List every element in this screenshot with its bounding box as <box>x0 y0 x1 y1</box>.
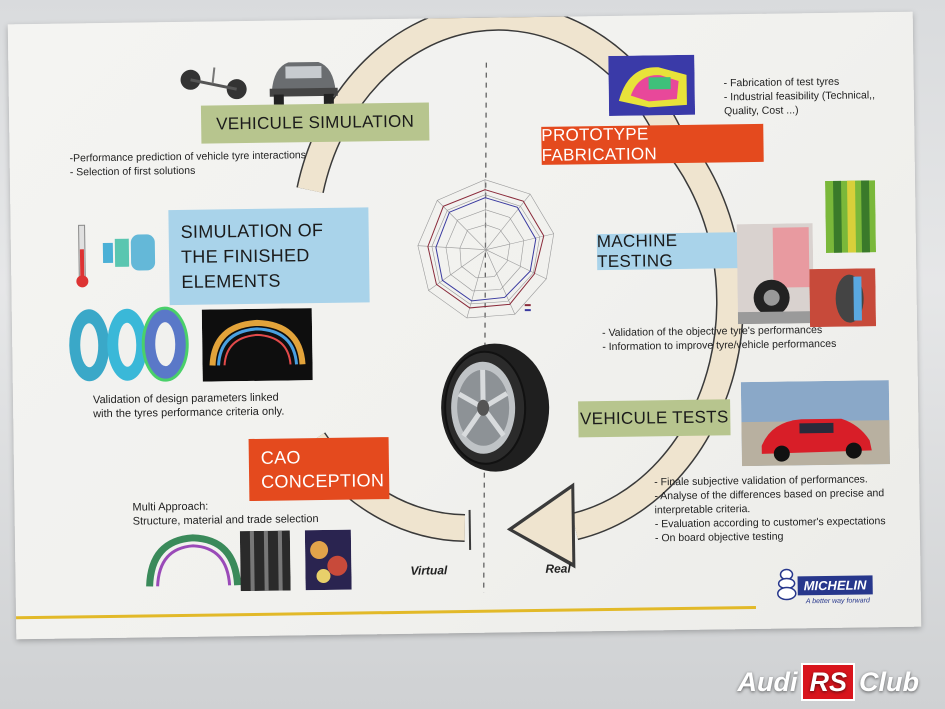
watermark-club: Club <box>859 666 919 697</box>
prototype-fabrication-box: PROTOTYPE FABRICATION <box>541 123 764 165</box>
car-rear-image <box>269 62 338 105</box>
tyre-wheel-image <box>441 343 550 472</box>
machine-testing-box: MACHINE TESTING <box>597 231 756 271</box>
bibendum-icon <box>777 568 797 601</box>
vehicle-simulation-description: -Performance prediction of vehicle tyre … <box>69 149 307 179</box>
simulation-finished-elements-box: SIMULATION OF THE FINISHED ELEMENTS <box>168 207 370 306</box>
michelin-tagline: A better way forward <box>805 597 870 606</box>
audi-rs-club-watermark: Audi RS Club <box>737 663 919 701</box>
watermark-rs: RS <box>801 663 855 701</box>
cao-description: Multi Approach: Structure, material and … <box>132 500 319 528</box>
tyre-fea-image <box>69 306 189 382</box>
tread-pattern-image <box>239 530 291 592</box>
vehicle-tests-description: - Finale subjective validation of perfor… <box>654 473 886 545</box>
real-label: Real <box>545 561 571 576</box>
finished-elements-description: Validation of design parameters linked w… <box>92 391 285 421</box>
test-rig-image <box>736 223 815 325</box>
prototype-description: - Fabrication of test tyres - Industrial… <box>723 75 876 118</box>
cao-conception-box: CAO CONCEPTION <box>248 437 390 502</box>
virtual-label: Virtual <box>410 563 448 578</box>
vehicle-simulation-box: VEHICULE SIMULATION <box>200 102 430 144</box>
tyre-profile-image <box>146 534 242 587</box>
tyre-drum-image <box>809 268 877 328</box>
michelin-logo: MICHELIN A better way forward <box>775 567 906 613</box>
suspension-image <box>180 67 247 100</box>
machine-testing-description: - Validation of the objective tyre's per… <box>602 324 837 354</box>
prototype-cad-image <box>608 54 696 116</box>
poster: VEHICULE SIMULATION -Performance predict… <box>7 11 922 640</box>
watermark-audi: Audi <box>737 666 798 697</box>
michelin-wordmark: MICHELIN <box>797 575 873 596</box>
tread-wear-image <box>825 180 877 253</box>
vehicle-tests-box: VEHICULE TESTS <box>578 399 731 438</box>
race-car-image <box>740 380 890 467</box>
tyre-section-image <box>201 308 313 382</box>
radar-chart <box>417 179 555 319</box>
thermometer-image <box>76 224 156 288</box>
materials-image <box>304 529 352 591</box>
